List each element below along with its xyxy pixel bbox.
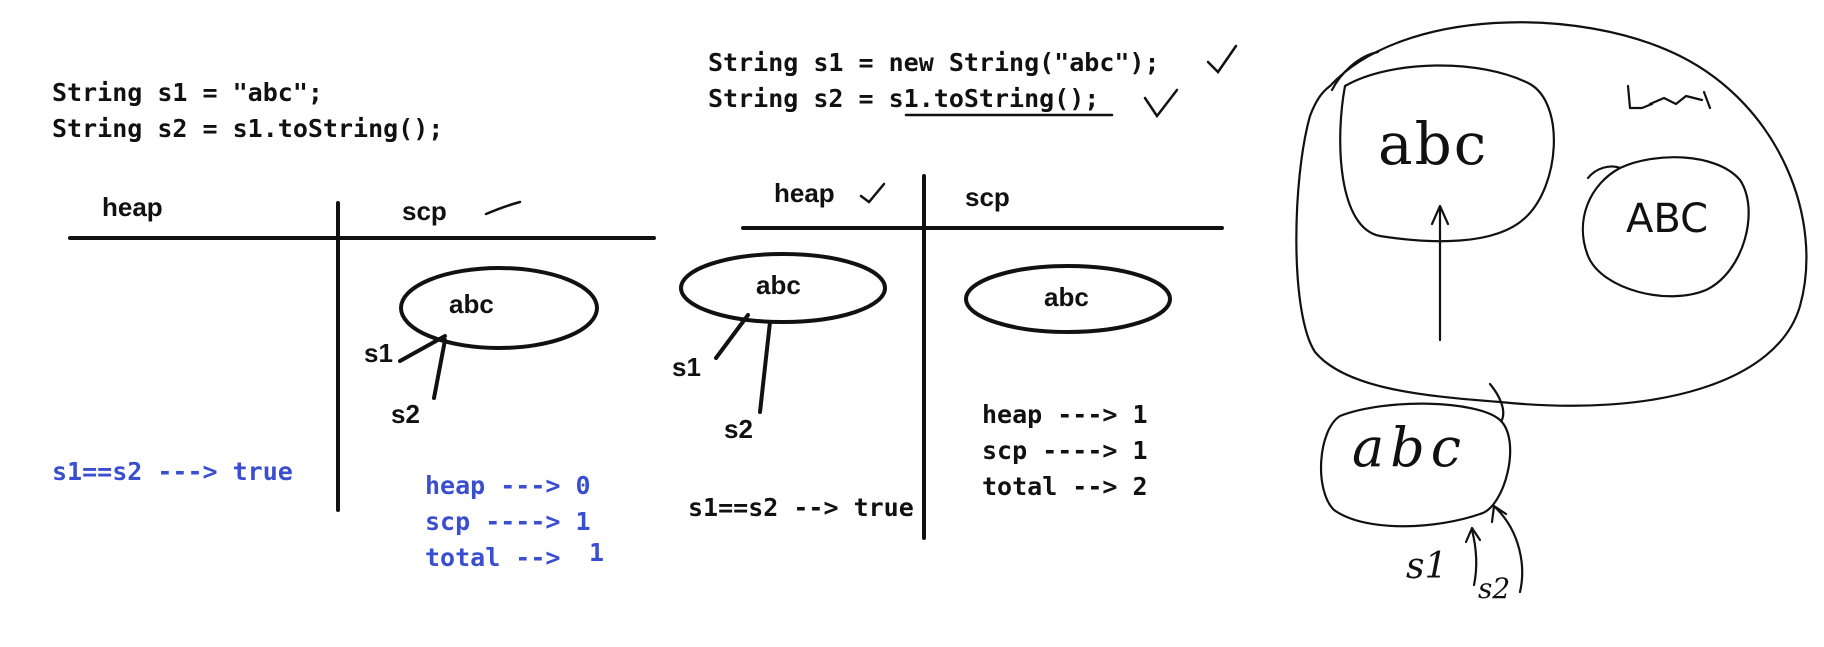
- s2-arrow: [1490, 504, 1524, 594]
- panel2-heap-object: [679, 252, 887, 324]
- panel2-count-total: total --> 2: [982, 472, 1148, 501]
- panel1-code-line-1: String s1 = "abc";: [52, 78, 323, 107]
- panel1-s2-pointer: [432, 338, 447, 400]
- panel2-code-check-1: [1206, 44, 1238, 74]
- panel1-count-heap: heap ---> 0: [425, 471, 591, 500]
- panel2-code-check-2: [1143, 88, 1179, 119]
- panel1-checkmark: [484, 200, 522, 216]
- panel1-diagram: [68, 200, 656, 512]
- panel2-count-scp: scp ----> 1: [982, 436, 1148, 465]
- panel3-s1-label: s1: [1406, 546, 1448, 587]
- panel2-count-heap: heap ---> 1: [982, 400, 1148, 429]
- panel1-count-total: total -->: [425, 543, 576, 572]
- panel2-code-line-1: String s1 = new String("abc");: [708, 48, 1160, 77]
- panel1-scp-object: [399, 266, 599, 350]
- panel2-scp-label: scp: [965, 182, 1010, 212]
- panel1-result: s1==s2 ---> true: [52, 457, 293, 486]
- panel1-total-value: 1: [589, 538, 605, 567]
- heap-object-circle: [1330, 50, 1555, 243]
- panel2-result: s1==s2 --> true: [688, 493, 914, 522]
- panel1-object-label: abc: [449, 289, 494, 319]
- panel1-s1-label: s1: [364, 338, 393, 368]
- panel1-count-scp: scp ----> 1: [425, 507, 591, 536]
- panel1-s2-label: s2: [391, 399, 420, 429]
- panel1-s1-pointer: [398, 334, 447, 363]
- panel3-sketch: [1295, 21, 1808, 594]
- panel1-code-line-2: String s2 = s1.toString();: [52, 114, 444, 143]
- panel2-s2-pointer: [758, 320, 772, 414]
- s1-arrow: [1464, 526, 1482, 587]
- panel3-new-object-label: abc: [1352, 416, 1468, 479]
- upper-object-circle: [1581, 156, 1750, 298]
- scp-object-circle: [1319, 402, 1512, 528]
- panel3-upper-object-label: ABC: [1626, 196, 1709, 242]
- panel2-s1-pointer: [714, 313, 750, 360]
- panel1-scp-label: scp: [402, 196, 447, 226]
- panel1-heap-label: heap: [102, 192, 163, 222]
- panel2-diagram: [679, 44, 1238, 540]
- panel3-s2-label: s2: [1478, 572, 1511, 605]
- panel2-s1-label: s1: [672, 352, 701, 382]
- connector-arrow: [1430, 204, 1450, 342]
- panel2-s2-label: s2: [724, 414, 753, 444]
- panel3-main-object-label: abc: [1378, 110, 1489, 178]
- panel2-code-line-2: String s2 = s1.toString();: [708, 84, 1100, 113]
- panel2-heap-label: heap: [774, 178, 835, 208]
- panel2-heap-checkmark: [859, 182, 886, 204]
- panel2-scp-object-label: abc: [1044, 282, 1089, 312]
- heap-handwritten-mark: [1626, 84, 1712, 110]
- heap-area-outline: [1295, 21, 1808, 407]
- area-link: [1488, 382, 1505, 422]
- panel2-scp-object: [964, 264, 1172, 334]
- panel2-heap-object-label: abc: [756, 270, 801, 300]
